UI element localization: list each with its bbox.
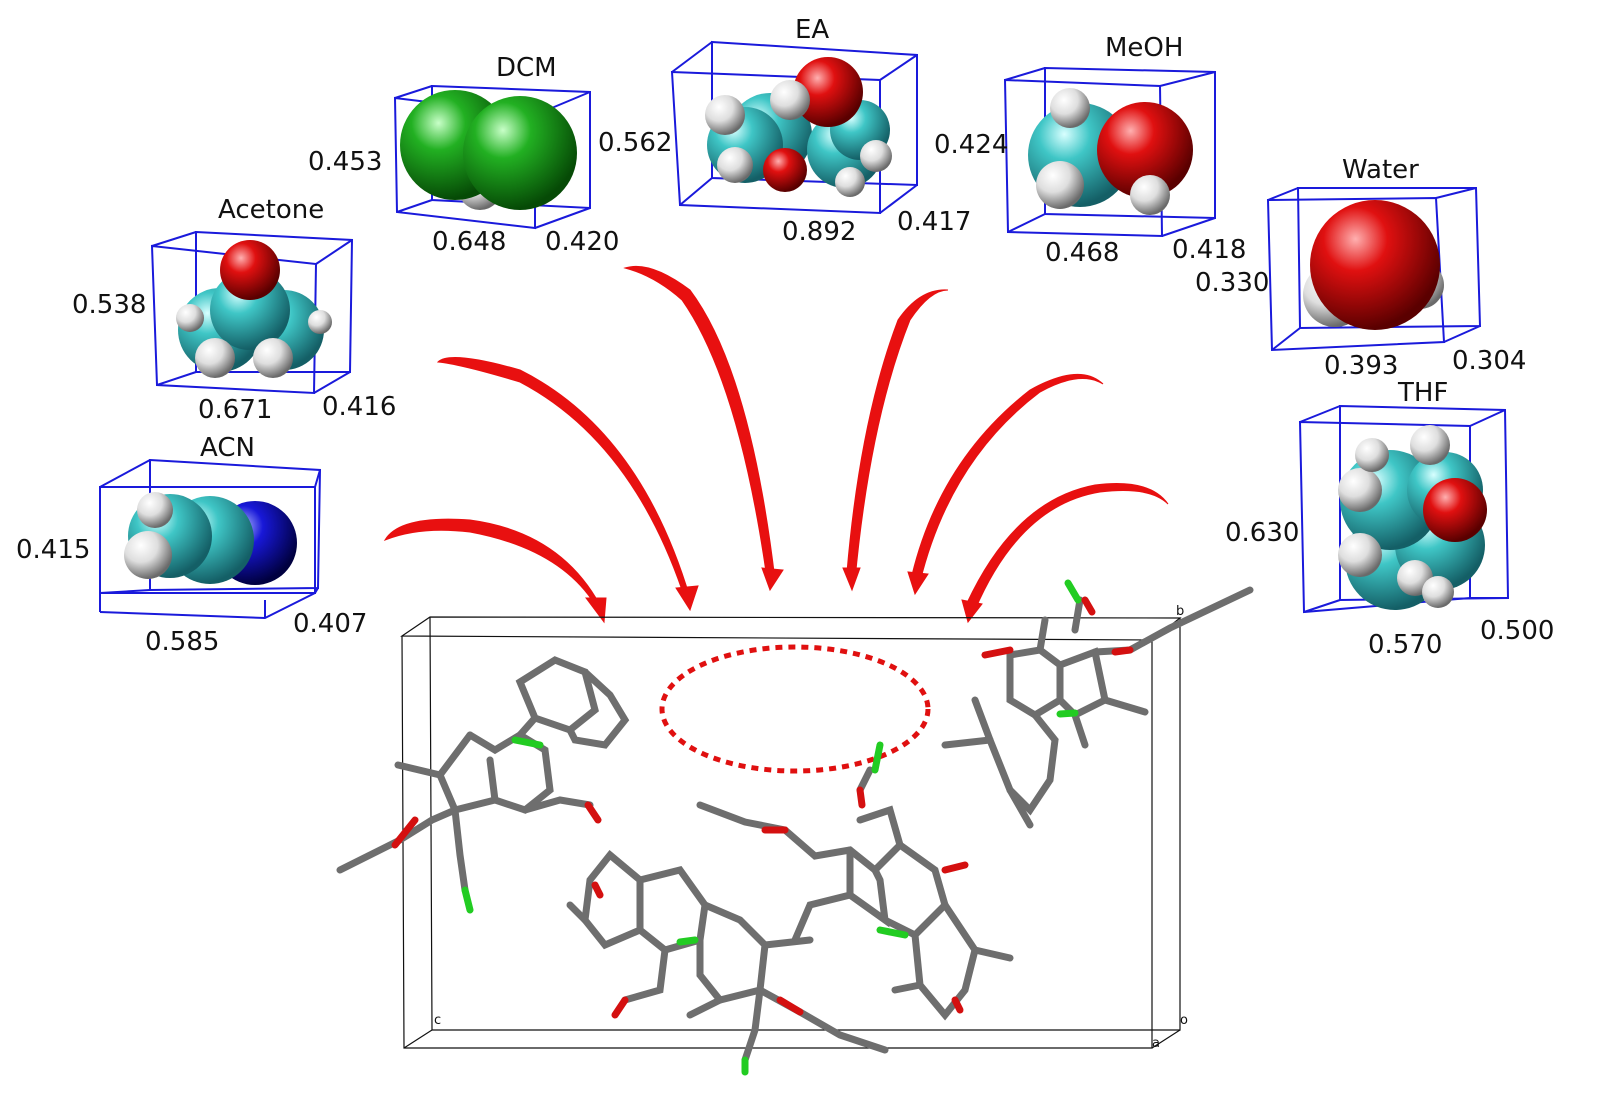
dim-thf-depth: 0.500 [1480, 616, 1555, 646]
label-dcm: DCM [496, 53, 557, 83]
label-ea: EA [795, 15, 830, 45]
dim-dcm-depth: 0.420 [545, 227, 620, 257]
molecule-acetone [176, 240, 332, 378]
stick-molecule-center [696, 766, 1014, 1021]
dim-dcm-width: 0.648 [432, 227, 507, 257]
stick-molecule-left [336, 656, 630, 894]
label-acn: ACN [200, 433, 255, 463]
dim-acetone-height: 0.538 [72, 290, 147, 320]
dim-meoh-height: 0.424 [934, 130, 1009, 160]
dim-dcm-height: 0.453 [308, 147, 383, 177]
label-thf: THF [1398, 378, 1449, 408]
label-acetone: Acetone [218, 195, 325, 225]
dim-ea-width: 0.892 [782, 217, 857, 247]
arrow-thf [966, 483, 1169, 611]
dim-acn-depth: 0.407 [293, 609, 368, 639]
dim-acn-height: 0.415 [16, 535, 91, 565]
box-acn [99, 458, 322, 620]
dim-acetone-depth: 0.416 [322, 392, 397, 422]
stick-molecule-right-top [941, 586, 1254, 829]
molecule-water [1303, 200, 1444, 330]
arrow-dcm [623, 265, 776, 582]
molecule-ea [705, 57, 892, 197]
molecule-thf [1338, 425, 1487, 610]
box-water [1266, 187, 1482, 352]
axis-label-c: c [434, 1013, 442, 1028]
axis-label-a: a [1152, 1036, 1160, 1051]
cavity-ellipse [659, 644, 931, 774]
dim-thf-width: 0.570 [1368, 630, 1443, 660]
arrow-acn [383, 518, 602, 607]
dim-acetone-width: 0.671 [198, 395, 273, 425]
molecule-meoh [1028, 88, 1193, 215]
molecule-dcm [400, 90, 577, 210]
label-meoh: MeOH [1105, 33, 1184, 63]
label-water: Water [1342, 155, 1419, 185]
dim-thf-height: 0.630 [1225, 518, 1300, 548]
axis-label-b: b [1176, 604, 1185, 619]
axis-label-o: o [1180, 1013, 1188, 1028]
diffusion-arrows [383, 265, 1169, 624]
dim-water-depth: 0.304 [1452, 346, 1527, 376]
dim-ea-height: 0.562 [598, 128, 673, 158]
dim-water-height: 0.330 [1195, 268, 1270, 298]
molecule-acn [124, 492, 297, 585]
solvent-boxes [99, 40, 1510, 620]
dim-meoh-depth: 0.418 [1172, 235, 1247, 265]
dim-acn-width: 0.585 [145, 627, 220, 657]
stick-molecule-bottom [566, 850, 889, 1064]
dim-water-width: 0.393 [1324, 351, 1399, 381]
stick-heteroatoms [391, 579, 1134, 1076]
dim-meoh-width: 0.468 [1045, 238, 1120, 268]
box-thf [1298, 404, 1510, 614]
dim-ea-depth: 0.417 [897, 207, 972, 237]
